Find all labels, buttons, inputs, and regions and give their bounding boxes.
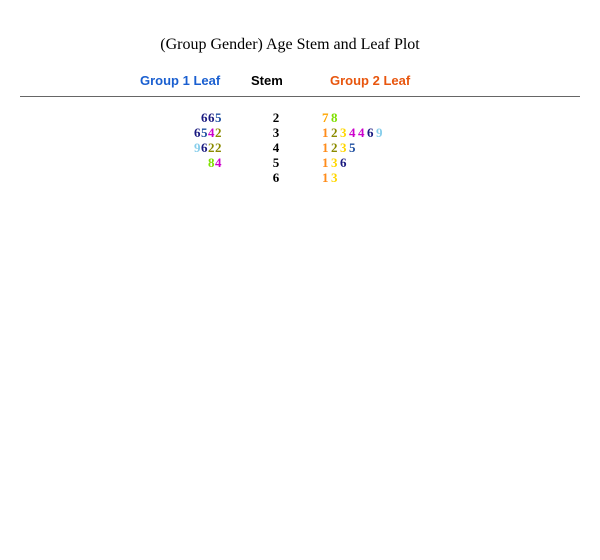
group-1-leaf-digit: 9 — [194, 140, 201, 155]
group-1-leaf-digit: 5 — [215, 110, 222, 125]
group-2-leaf-digit: 6 — [367, 125, 376, 140]
group-1-leaf-digit: 5 — [201, 125, 208, 140]
group-1-leaf-header: Group 1 Leaf — [140, 73, 221, 88]
group-2-leaf-digit: 6 — [340, 155, 349, 170]
stem-value: 4 — [272, 140, 280, 155]
group-2-leaf-digit: 4 — [349, 125, 358, 140]
group-2-leaf-digit: 2 — [331, 140, 340, 155]
group-2-leaf-digit: 3 — [340, 140, 349, 155]
header-divider — [20, 96, 580, 97]
group-2-leaves: 1235 — [322, 140, 358, 155]
group-1-leaves: 665 — [201, 110, 222, 125]
stem-row: 6 13 — [0, 170, 600, 185]
group-2-leaf-header: Group 2 Leaf — [330, 73, 411, 88]
stem-value: 5 — [272, 155, 280, 170]
group-2-leaf-digit: 3 — [340, 125, 349, 140]
group-1-leaf-digit: 2 — [215, 125, 222, 140]
group-2-leaf-digit: 2 — [331, 125, 340, 140]
group-2-leaf-digit: 9 — [376, 125, 385, 140]
group-2-leaf-digit: 1 — [322, 155, 331, 170]
group-1-leaves: 84 — [208, 155, 222, 170]
group-2-leaf-digit: 3 — [331, 155, 340, 170]
group-1-leaf-digit: 6 — [194, 125, 201, 140]
group-1-leaf-digit: 6 — [201, 140, 208, 155]
group-2-leaf-digit: 3 — [331, 170, 340, 185]
group-1-leaf-digit: 2 — [215, 140, 222, 155]
group-1-leaf-digit: 4 — [208, 125, 215, 140]
group-1-leaf-digit: 2 — [208, 140, 215, 155]
stem-value: 6 — [272, 170, 280, 185]
stem-row: 84 5 136 — [0, 155, 600, 170]
group-2-leaves: 136 — [322, 155, 349, 170]
group-2-leaf-digit: 7 — [322, 110, 331, 125]
group-2-leaves: 78 — [322, 110, 340, 125]
group-1-leaf-digit: 6 — [201, 110, 208, 125]
chart-title: (Group Gender) Age Stem and Leaf Plot — [160, 36, 420, 53]
stem-value: 3 — [272, 125, 280, 140]
group-1-leaf-digit: 4 — [215, 155, 222, 170]
group-2-leaf-digit: 1 — [322, 140, 331, 155]
group-1-leaves: 6542 — [194, 125, 222, 140]
group-2-leaves: 13 — [322, 170, 340, 185]
group-2-leaves: 1234469 — [322, 125, 385, 140]
stem-value: 2 — [272, 110, 280, 125]
group-1-leaf-digit: 6 — [208, 110, 215, 125]
stem-header: Stem — [251, 73, 283, 88]
group-2-leaf-digit: 8 — [331, 110, 340, 125]
group-2-leaf-digit: 1 — [322, 125, 331, 140]
group-1-leaves: 9622 — [194, 140, 222, 155]
stem-row: 665 2 78 — [0, 110, 600, 125]
group-1-leaf-digit: 8 — [208, 155, 215, 170]
group-2-leaf-digit: 5 — [349, 140, 358, 155]
group-2-leaf-digit: 1 — [322, 170, 331, 185]
group-2-leaf-digit: 4 — [358, 125, 367, 140]
